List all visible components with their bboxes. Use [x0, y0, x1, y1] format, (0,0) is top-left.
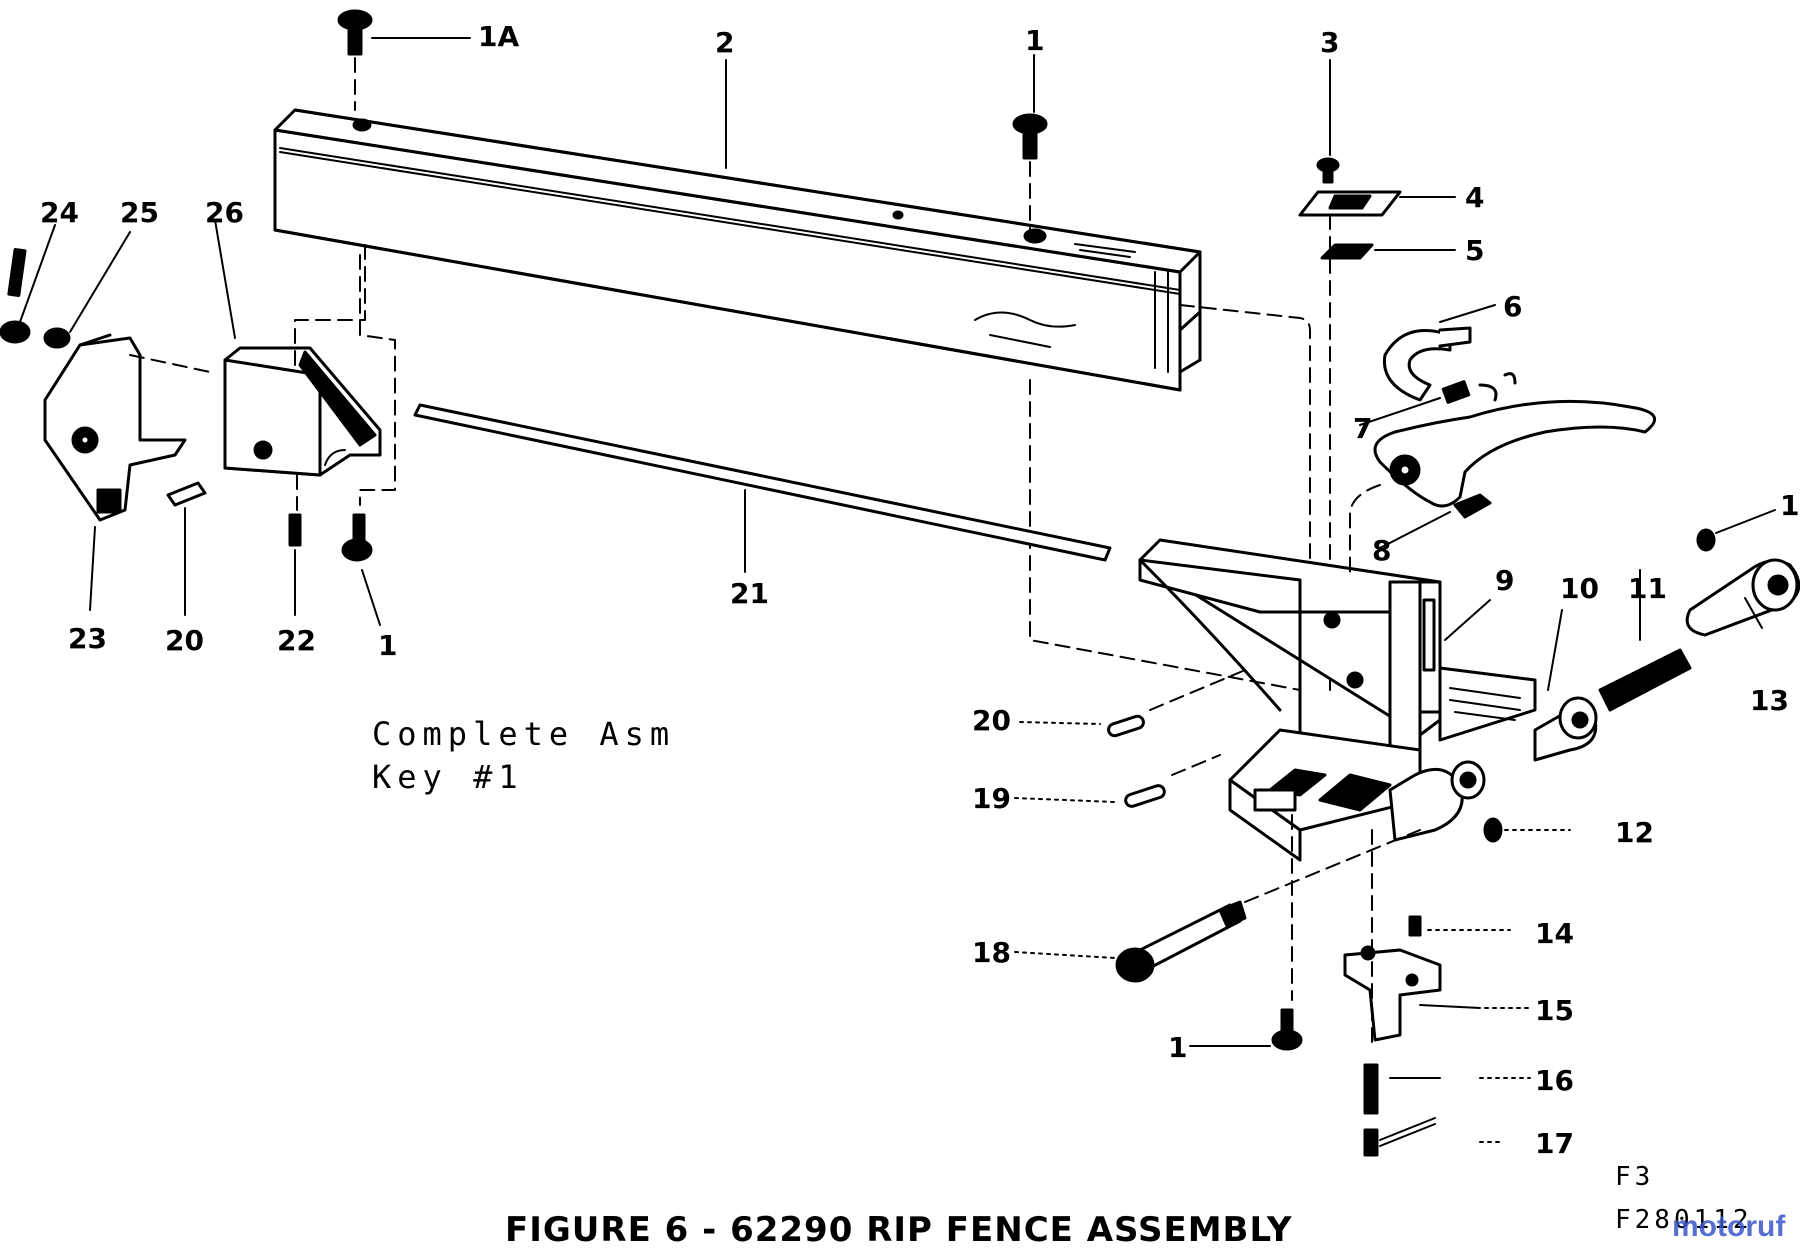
callout-19: 19	[972, 782, 1011, 815]
figure-code-line1: F3	[1615, 1162, 1655, 1192]
callout-5: 5	[1465, 234, 1484, 267]
callout-26: 26	[205, 196, 244, 229]
callout-13: 13	[1750, 684, 1789, 717]
pin-part-20-left	[166, 481, 207, 616]
callout-1A: 1A	[478, 20, 519, 53]
clip-part-6	[1382, 304, 1496, 402]
callout-16: 16	[1535, 1064, 1574, 1097]
screw-part-14	[1408, 915, 1511, 937]
guide-line-left-screw	[359, 254, 396, 506]
callout-12-top: 12	[1780, 489, 1800, 522]
fence-head-part-9	[1138, 538, 1537, 862]
figure-caption: FIGURE 6 - 62290 RIP FENCE ASSEMBLY	[505, 1210, 1293, 1250]
callout-15: 15	[1535, 994, 1574, 1027]
knob-part-13	[1685, 558, 1800, 637]
block-part-26	[214, 219, 382, 477]
guide-line-lever	[1349, 484, 1381, 576]
guide-line-head-right	[1179, 304, 1311, 561]
plate-part-4	[1298, 190, 1456, 217]
screw-part-24	[0, 224, 56, 344]
note-key: Key #1	[372, 758, 524, 796]
callout-6: 6	[1503, 290, 1522, 323]
bolt-part-18	[1014, 829, 1421, 983]
callout-7: 7	[1353, 412, 1372, 445]
callout-2: 2	[715, 26, 734, 59]
callout-11: 11	[1628, 572, 1667, 605]
figure-code-line2: F280112	[1615, 1205, 1753, 1235]
callout-23: 23	[68, 622, 107, 655]
screw-part-22	[288, 513, 302, 616]
callout-1-bottom: 1	[1168, 1031, 1187, 1064]
guide-line-block	[294, 244, 366, 371]
screw-part-1-top	[1012, 54, 1048, 231]
screw-part-1A	[337, 9, 471, 111]
callout-9: 9	[1495, 564, 1514, 597]
bracket-part-15	[1343, 945, 1531, 1042]
bushing-part-10	[1533, 609, 1598, 762]
screw-part-1-bottom	[1189, 814, 1303, 1051]
nut-part-5	[1320, 243, 1456, 260]
screw-part-3	[1316, 59, 1340, 184]
screw-part-17	[1363, 1117, 1501, 1157]
nut-part-12-top	[1696, 509, 1776, 552]
callout-20-left: 20	[165, 624, 204, 657]
callout-14: 14	[1535, 917, 1574, 950]
callout-18: 18	[972, 936, 1011, 969]
callout-20-right: 20	[972, 704, 1011, 737]
screw-part-16	[1363, 1063, 1531, 1115]
callout-17: 17	[1535, 1127, 1574, 1160]
guide-line-head-left	[1029, 379, 1301, 691]
callout-1-top: 1	[1025, 24, 1044, 57]
callout-21: 21	[730, 577, 769, 610]
callout-22: 22	[277, 624, 316, 657]
callout-1-left: 1	[378, 629, 397, 662]
lever-handle	[1373, 399, 1657, 549]
callout-10: 10	[1560, 572, 1599, 605]
note-complete-asm: Complete Asm	[372, 715, 676, 753]
nut-part-12-bottom	[1483, 817, 1571, 843]
callout-8: 8	[1372, 534, 1391, 567]
callout-4: 4	[1465, 181, 1484, 214]
watermark-logo: motoruf	[1672, 1210, 1786, 1243]
callout-3: 3	[1320, 26, 1339, 59]
screw-part-1-left	[341, 513, 381, 626]
pin-part-7	[1359, 372, 1517, 426]
callout-25: 25	[120, 196, 159, 229]
fence-bar-part-2	[273, 108, 1202, 392]
callout-24: 24	[40, 196, 79, 229]
callout-12-bottom: 12	[1615, 816, 1654, 849]
bracket-part-23	[43, 333, 211, 611]
pin-part-19	[1014, 754, 1221, 808]
nut-part-25	[43, 231, 131, 349]
spring-part-11	[1598, 569, 1692, 712]
pin-part-20-right	[1019, 667, 1251, 738]
rod-part-21	[413, 403, 1112, 573]
